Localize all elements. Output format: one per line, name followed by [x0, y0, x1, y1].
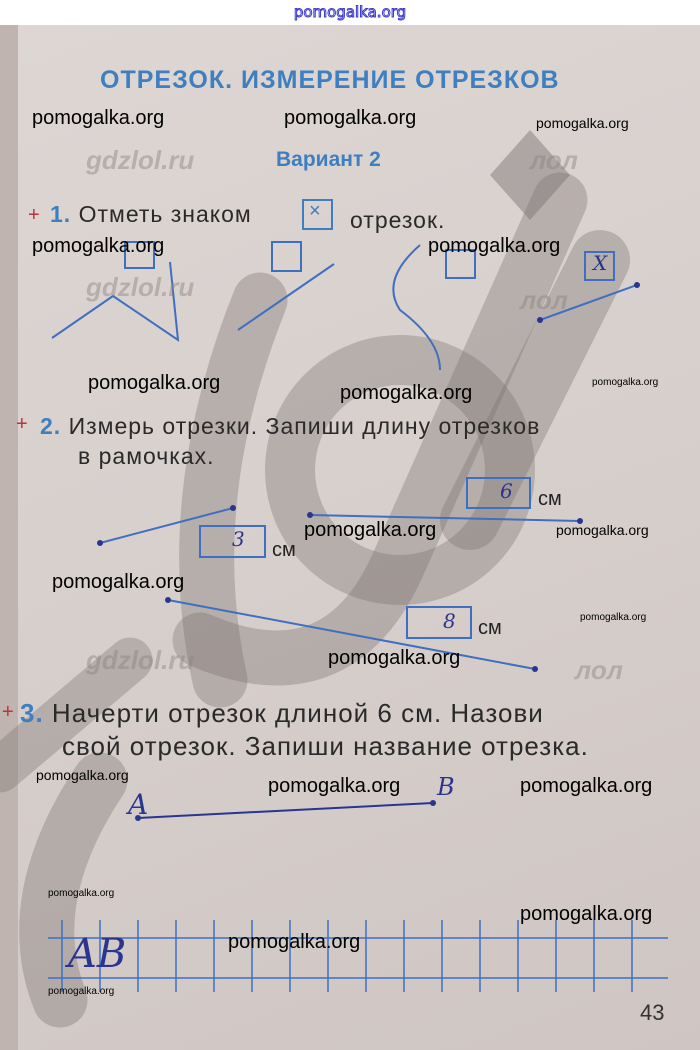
- writing-grid: [48, 920, 668, 992]
- watermark-stroke: [19, 752, 128, 1028]
- watermark-diamond: [490, 130, 570, 220]
- task1-text-before: Отметь знаком: [78, 201, 252, 227]
- watermark: pomogalka.org: [580, 612, 647, 623]
- watermark: pomogalka.org: [36, 767, 129, 783]
- task3-number: 3.: [20, 698, 44, 728]
- watermark: pomogalka.org: [32, 235, 165, 257]
- endpoints: [97, 505, 583, 672]
- task1-figures: [51, 241, 638, 371]
- answer-box-marked: [584, 251, 615, 281]
- watermark: pomogalka.org: [428, 235, 561, 257]
- watermark: pomogalka.org: [88, 372, 221, 394]
- task3-line2: свой отрезок. Запиши название отрезка.: [62, 731, 589, 761]
- site-banner: pomogalka.org: [0, 0, 700, 25]
- answer-box: [445, 249, 476, 279]
- point-b-dot: [430, 800, 436, 806]
- watermark-stroke: [265, 335, 535, 605]
- segment-name-answer: AB: [68, 931, 127, 977]
- watermark: pomogalka.org: [228, 931, 361, 953]
- curve-line: [392, 244, 441, 371]
- endpoint: [634, 282, 640, 288]
- task3-line1-text: Начерти отрезок длиной 6 см. Назови: [51, 698, 544, 728]
- task1-sample-box: [302, 199, 333, 230]
- background-watermark: gdzlol.ru: [86, 645, 195, 675]
- watermark: pomogalka.org: [520, 775, 653, 797]
- watermark: pomogalka.org: [48, 888, 115, 899]
- unit-label: см: [272, 539, 296, 561]
- background-watermark: лол: [530, 145, 578, 175]
- watermark: pomogalka.org: [48, 986, 115, 997]
- point-b-label: B: [437, 773, 455, 801]
- watermark: pomogalka.org: [328, 647, 461, 669]
- watermark-stroke: [172, 172, 588, 686]
- answer-cross-mark: X: [593, 251, 608, 275]
- unit-label: см: [478, 617, 502, 639]
- background-watermark: лол: [520, 285, 568, 315]
- watermark: pomogalka.org: [520, 903, 653, 925]
- watermark: pomogalka.org: [536, 115, 629, 131]
- site-banner-text: pomogalka.org: [293, 3, 407, 22]
- point-a-label: A: [128, 788, 149, 821]
- segment-6cm: [309, 514, 581, 522]
- broken-line: [51, 261, 180, 343]
- length-box: [199, 525, 266, 558]
- watermark: pomogalka.org: [284, 107, 417, 129]
- watermark: pomogalka.org: [32, 107, 165, 129]
- segment: [237, 263, 335, 331]
- task2-line1: 2. Измерь отрезки. Запиши длину отрезков: [40, 412, 540, 440]
- segment-marked: [539, 284, 638, 321]
- task1-text: 1. Отметь знаком: [50, 200, 252, 228]
- workbook-page: [0, 25, 700, 1050]
- check-mark: +: [16, 413, 28, 435]
- background-watermark: gdzlol.ru: [86, 145, 195, 175]
- answer-box: [271, 241, 302, 272]
- task1-number: 1.: [50, 201, 72, 227]
- segment-8cm: [167, 599, 536, 670]
- answer-box: [124, 241, 155, 269]
- background-watermark-shapes: [0, 172, 630, 1028]
- drawn-segment-ab: [137, 802, 434, 819]
- background-watermark: gdzlol.ru: [86, 272, 195, 302]
- task2-figures: [99, 477, 581, 670]
- watermark: pomogalka.org: [592, 377, 659, 388]
- page-edge: [0, 25, 18, 1050]
- point-a-dot: [135, 815, 141, 821]
- endpoint: [537, 317, 543, 323]
- watermark-stroke: [179, 272, 288, 708]
- sample-cross-mark: ×: [309, 200, 321, 222]
- watermark: pomogalka.org: [304, 519, 437, 541]
- variant-heading: Вариант 2: [276, 148, 381, 171]
- task2-line1-text: Измерь отрезки. Запиши длину отрезков: [68, 413, 541, 439]
- watermark-stroke: [0, 637, 153, 793]
- answer-8: 8: [443, 609, 456, 633]
- check-mark: +: [28, 204, 40, 226]
- background-watermark: лол: [575, 655, 623, 685]
- answer-6: 6: [500, 479, 513, 503]
- watermark-stroke: [440, 230, 630, 550]
- length-box: [466, 477, 531, 509]
- watermark: pomogalka.org: [556, 522, 649, 538]
- watermark: pomogalka.org: [52, 571, 185, 593]
- task2-line2: в рамочках.: [78, 443, 215, 469]
- segment-3cm: [99, 507, 234, 544]
- page-title: ОТРЕЗОК. ИЗМЕРЕНИЕ ОТРЕЗКОВ: [100, 66, 560, 94]
- page-number: 43: [640, 1000, 665, 1025]
- unit-label: см: [538, 488, 562, 510]
- answer-3: 3: [232, 527, 245, 551]
- task2-number: 2.: [40, 413, 62, 439]
- watermark: pomogalka.org: [268, 775, 401, 797]
- task3-line1: 3. Начерти отрезок длиной 6 см. Назови: [20, 698, 544, 728]
- watermark: pomogalka.org: [340, 382, 473, 404]
- length-box: [406, 606, 472, 639]
- check-mark: +: [2, 701, 14, 723]
- task1-text-after: отрезок.: [350, 207, 446, 233]
